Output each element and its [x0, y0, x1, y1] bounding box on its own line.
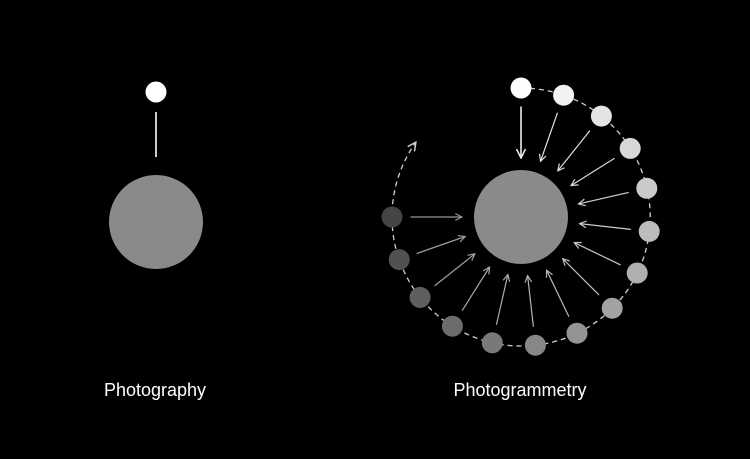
orbit-camera-icon	[601, 297, 623, 319]
capture-arrow	[528, 276, 534, 327]
capture-arrows	[410, 106, 631, 327]
capture-arrow	[579, 191, 629, 204]
photographed-subject	[109, 175, 203, 269]
orbit-cameras	[381, 77, 660, 356]
orbit-camera-icon	[381, 206, 403, 228]
capture-arrow	[574, 243, 621, 266]
orbit-camera-icon	[553, 84, 575, 106]
photography-label: Photography	[103, 380, 207, 400]
photogrammetry-label: Photogrammetry	[453, 380, 587, 400]
orbit-camera-icon	[388, 249, 410, 271]
capture-arrow	[541, 112, 559, 162]
capture-arrow	[571, 157, 615, 185]
capture-arrow	[547, 270, 570, 317]
camera-orbit-path	[391, 87, 651, 347]
orbit-camera-icon	[566, 322, 588, 344]
capture-arrow	[558, 130, 591, 171]
photogrammetry-diagram	[381, 77, 660, 356]
camera-icon	[145, 81, 167, 103]
orbit-camera-icon	[441, 315, 463, 337]
capture-arrow	[580, 224, 631, 230]
orbit-camera-icon	[619, 137, 641, 159]
orbit-camera-icon	[590, 105, 612, 127]
orbit-camera-icon	[638, 220, 660, 242]
orbit-camera-icon	[510, 77, 532, 99]
photogrammetry-subject	[474, 170, 568, 264]
orbit-camera-icon	[626, 262, 648, 284]
capture-arrow	[461, 267, 489, 311]
orbit-camera-icon	[409, 286, 431, 308]
orbit-camera-icon	[524, 334, 546, 356]
photography-diagram	[109, 81, 203, 269]
capture-arrow	[495, 275, 508, 325]
orbit-camera-icon	[481, 332, 503, 354]
capture-arrow	[416, 237, 466, 255]
orbit-camera-icon	[636, 177, 658, 199]
capture-arrow	[434, 254, 475, 287]
capture-arrow	[563, 259, 600, 296]
